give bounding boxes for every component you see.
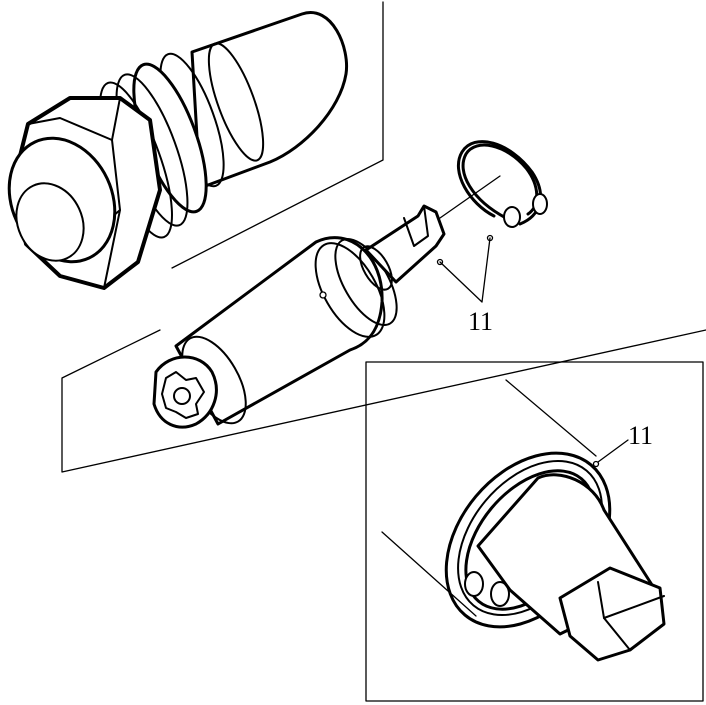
assembly-frame-lines <box>61 1 706 473</box>
detail-callout-label-11: 11 <box>628 421 653 450</box>
cartridge-body <box>7 11 349 290</box>
detail-inset <box>365 361 704 702</box>
spindle-assembly <box>152 204 446 429</box>
circlip-ring <box>439 140 548 242</box>
callout-leader-lines <box>439 237 491 303</box>
callout-label-11: 11 <box>468 307 493 336</box>
